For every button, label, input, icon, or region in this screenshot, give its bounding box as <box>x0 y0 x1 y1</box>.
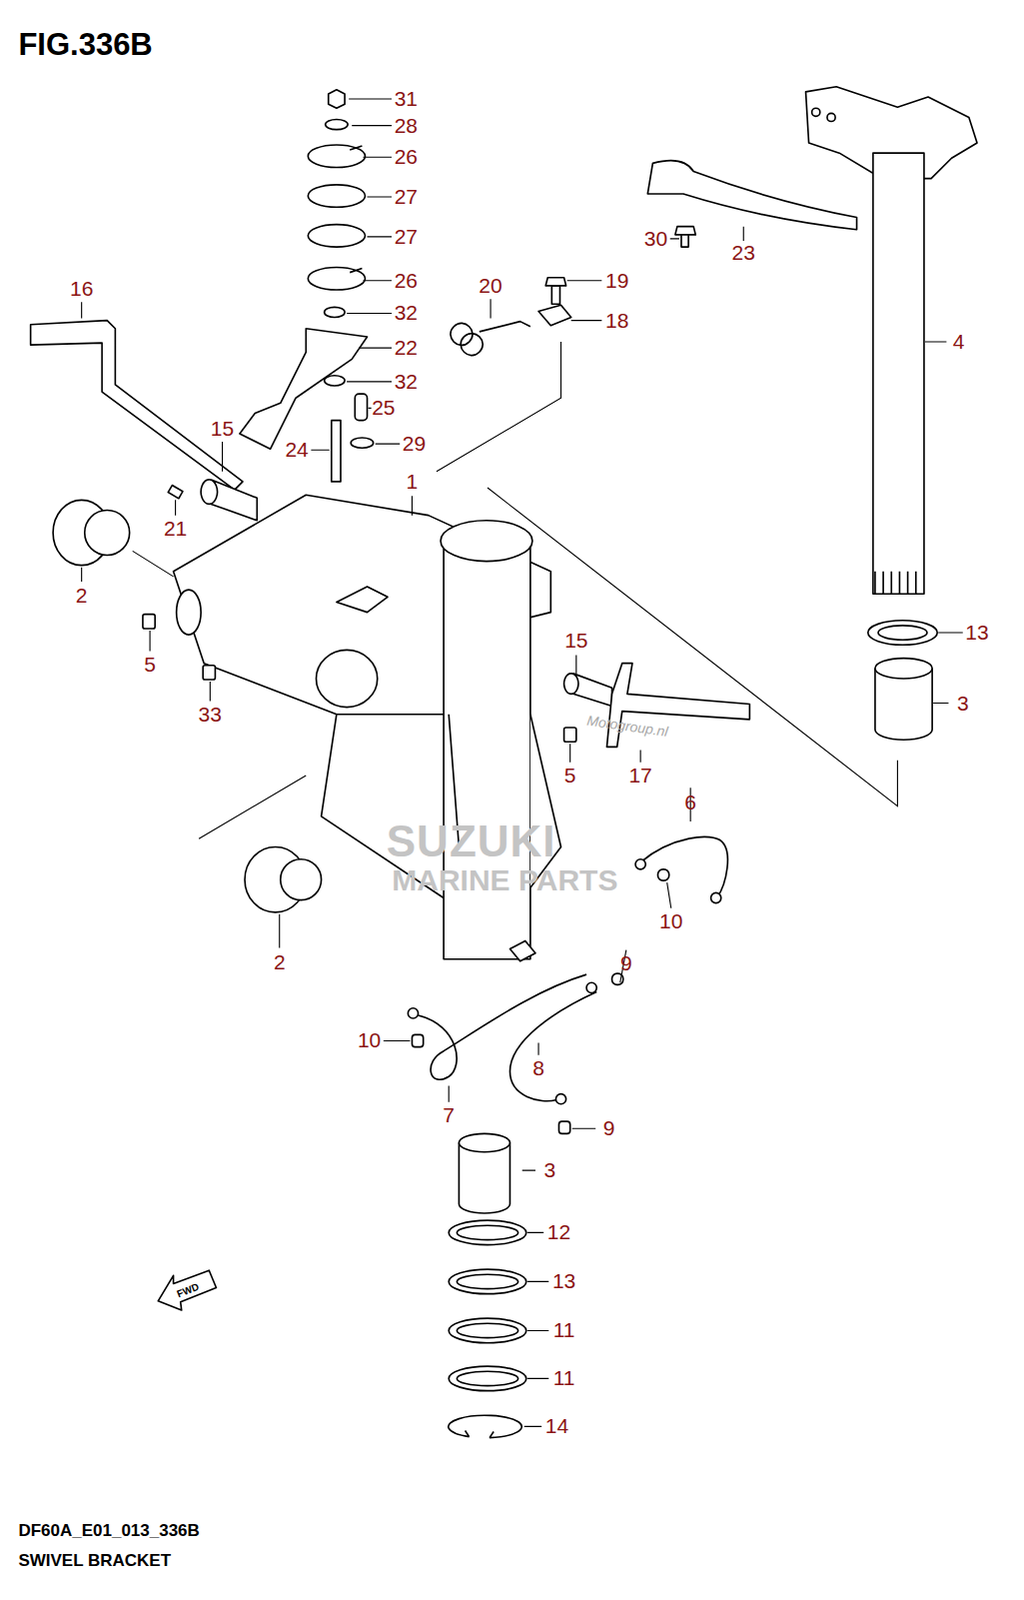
callout-number: 11 <box>553 1318 576 1342</box>
callout-number: 7 <box>442 1102 455 1126</box>
figure-caption: SWIVEL BRACKET <box>17 1551 171 1571</box>
callout-number: 20 <box>478 273 502 297</box>
callout-number: 32 <box>394 369 418 393</box>
callout-number: 2 <box>75 584 88 608</box>
callout-number: 5 <box>143 652 156 676</box>
callout-number: 31 <box>394 86 418 110</box>
watermark: MARINE PARTS <box>391 863 618 897</box>
callout-number: 10 <box>357 1028 381 1052</box>
figure-title: FIG.336B <box>17 27 152 62</box>
callout-number: 17 <box>628 763 652 787</box>
callout-number: 13 <box>965 621 989 645</box>
callout-number: 33 <box>198 702 222 726</box>
callout-number: 6 <box>684 790 697 814</box>
callout-number: 8 <box>532 1055 545 1079</box>
watermark: SUZUKI <box>386 817 557 866</box>
callout-number: 15 <box>210 416 234 440</box>
callout-number: 16 <box>69 276 93 300</box>
callout-number: 28 <box>394 113 418 137</box>
callout-number: 11 <box>553 1366 576 1390</box>
callout-number: 10 <box>659 909 683 933</box>
callout-number: 9 <box>603 1116 616 1140</box>
callout-number: 21 <box>163 516 187 540</box>
callout-number: 29 <box>402 432 426 456</box>
callout-number: 14 <box>545 1414 569 1438</box>
callout-number: 26 <box>394 145 418 169</box>
callout-number: 2 <box>273 950 286 974</box>
watermark: Motogroup.nl <box>585 713 669 741</box>
callout-number: 27 <box>394 224 418 248</box>
callout-number: 9 <box>620 951 633 975</box>
callout-number: 22 <box>394 336 418 360</box>
callout-number: 30 <box>644 226 668 250</box>
callout-number: 3 <box>543 1158 556 1182</box>
figure-code: DF60A_E01_013_336B <box>17 1520 199 1540</box>
callout-number: 24 <box>284 438 308 462</box>
callout-number: 5 <box>564 763 577 787</box>
callout-number: 18 <box>605 308 629 332</box>
callout-number: 13 <box>552 1269 576 1293</box>
callout-number: 27 <box>394 185 418 209</box>
callout-number: 3 <box>957 691 970 715</box>
callout-number: 15 <box>564 629 588 653</box>
callout-number: 12 <box>547 1220 571 1244</box>
callout-number: 4 <box>953 330 966 354</box>
callout-number: 25 <box>371 396 395 420</box>
callout-number: 32 <box>394 301 418 325</box>
callout-number: 1 <box>406 469 419 493</box>
callout-number: 26 <box>394 268 418 292</box>
callout-number: 23 <box>732 241 756 265</box>
callout-number: 19 <box>605 268 629 292</box>
